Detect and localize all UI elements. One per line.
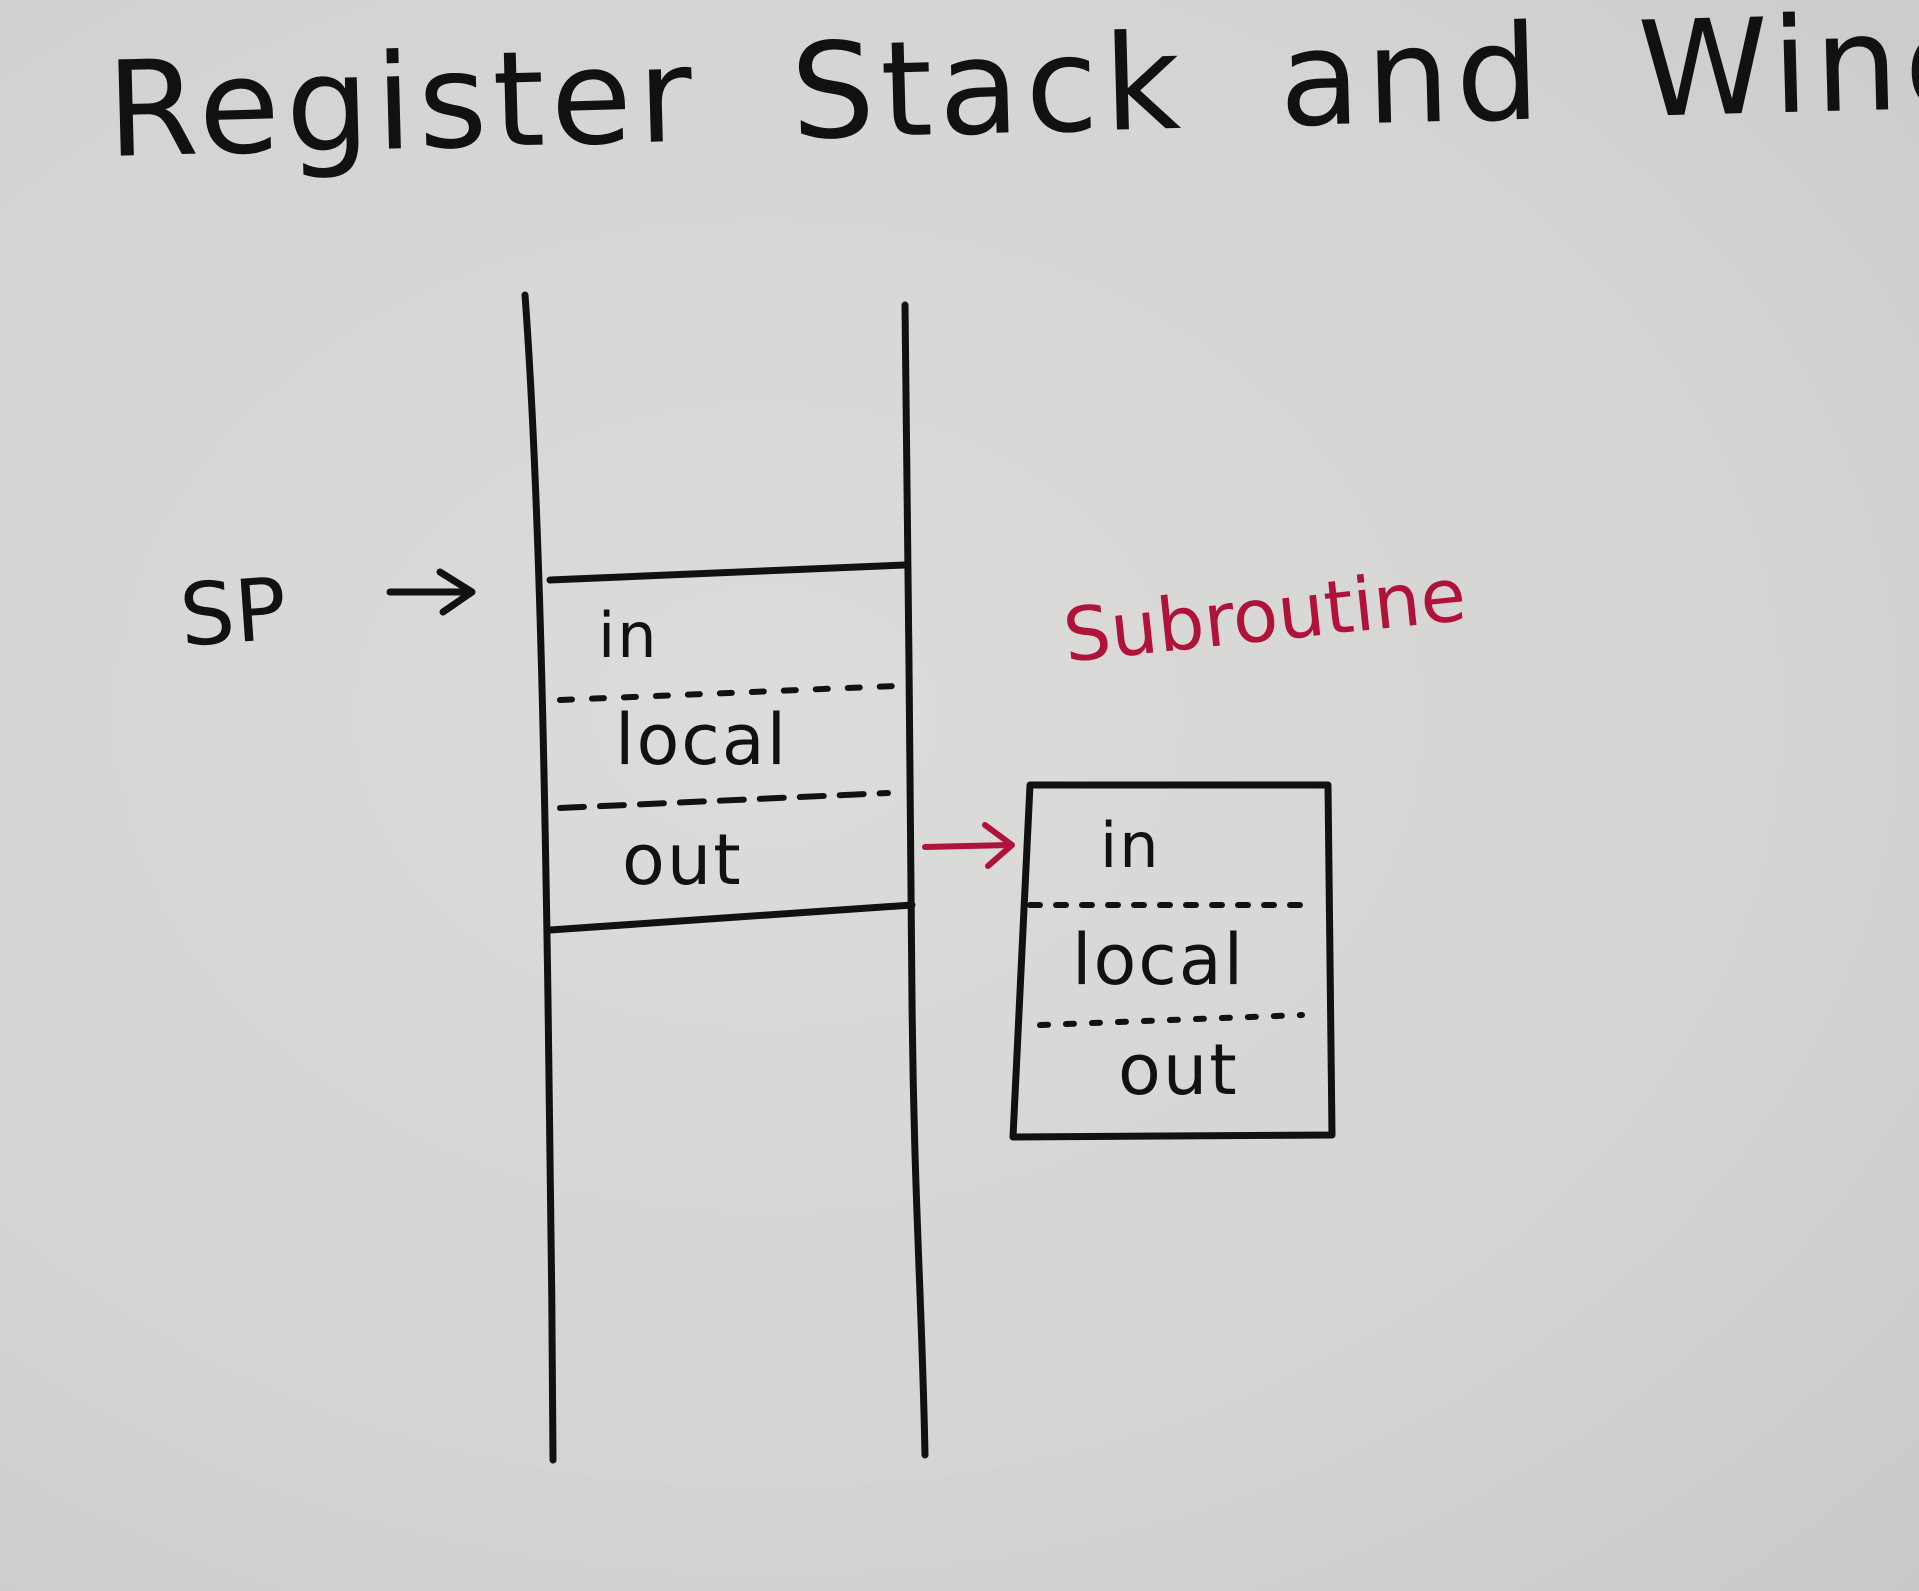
sub-cell-in: in bbox=[1100, 809, 1161, 882]
main-cell-local: local bbox=[615, 699, 789, 781]
subroutine-box bbox=[1009, 781, 1336, 1141]
main-cell-out: out bbox=[622, 819, 743, 901]
frame-top-line bbox=[546, 561, 909, 584]
red-arrow-icon bbox=[922, 822, 1015, 869]
sp-arrow-icon bbox=[386, 568, 476, 616]
main-separator-local-out bbox=[557, 790, 891, 811]
frame-bottom-line bbox=[546, 901, 916, 934]
sub-cell-out: out bbox=[1118, 1029, 1239, 1111]
sp-label: SP bbox=[176, 559, 290, 667]
stack-left-wall bbox=[521, 291, 557, 1464]
stack-right-wall bbox=[901, 301, 929, 1459]
sub-separator-local-out bbox=[1037, 1012, 1305, 1028]
main-separator-in-local bbox=[557, 683, 898, 703]
sub-cell-local: local bbox=[1072, 919, 1246, 1001]
main-cell-in: in bbox=[598, 599, 659, 672]
